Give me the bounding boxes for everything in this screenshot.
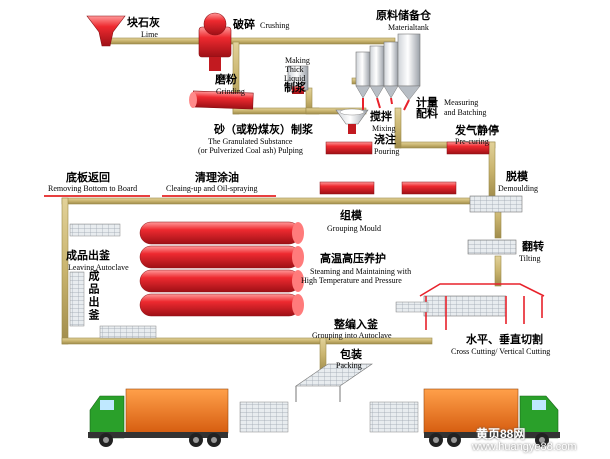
pre-curing-mould (446, 141, 490, 155)
grouping-mould-label-cn: 组模 (340, 209, 362, 222)
demoulding-label-cn: 脱模 (506, 170, 528, 183)
product-out-label-cn: 成品出釜 (87, 270, 100, 322)
tilting-label-en: Tilting (519, 254, 541, 263)
thick-liquid-label-cn: 制浆 (284, 81, 306, 94)
leaving-autoclave-label-en: Leaving Autoclave (68, 263, 129, 272)
steaming-label-cn: 高温高压养护 (320, 252, 386, 265)
removing-bottom-label-en: Removing Bottom to Board (48, 184, 138, 193)
measuring-label-en-2: and Batching (444, 108, 487, 117)
pouring-mould (325, 141, 373, 155)
transfer-moulds (319, 181, 457, 195)
cleaning-label-cn: 清理涂油 (195, 171, 239, 184)
material-tank-label-cn: 原料储备仓 (376, 9, 431, 22)
watermark-cn: 黄页88网 (476, 427, 526, 441)
packing-label-en: Packing (336, 361, 362, 370)
cutting-machine (395, 283, 545, 330)
pulping-label-en-2: (or Pulverized Coal ash) Pulping (198, 146, 303, 155)
cutting-label-en: Cross Cutting/ Vertical Cutting (451, 347, 551, 356)
thick-liquid-label-en-2: Thick (285, 65, 304, 74)
mixer-icon (335, 108, 369, 134)
grouping-autoclave-label-cn: 整编入釜 (334, 318, 378, 331)
measuring-label-en-1: Measuring (444, 98, 479, 107)
packing-stack (239, 363, 419, 433)
funnel-icon (86, 15, 126, 47)
pulping-label-cn: 砂（或粉煤灰）制浆 (214, 123, 313, 136)
mixing-label-cn: 搅拌 (370, 110, 392, 123)
crushing-label-cn: 破碎 (233, 18, 255, 31)
measuring-label-cn: 计量配料 (416, 96, 438, 120)
pouring-label-cn: 浇注 (374, 133, 396, 146)
grinding-label-en: Grinding (216, 87, 245, 96)
steaming-label-en-1: Steaming and Maintaining with (310, 267, 412, 276)
pulping-label-en-1: The Granulated Substance (208, 137, 293, 146)
truck-icon (423, 388, 560, 447)
pre-curing-label-en: Pre-curing (455, 137, 489, 146)
tilting-block (467, 239, 517, 255)
steaming-label-en-2: High Temperature and Pressure (301, 276, 402, 285)
mill-tube-icon (189, 90, 254, 110)
thick-liquid-label-en-3: Liquid (284, 74, 306, 83)
demoulding-block (469, 195, 523, 213)
leaving-autoclave-label-cn: 成品出釜 (66, 249, 110, 262)
mixing-label-en: Mixing (372, 124, 396, 133)
grouping-mould-label-en: Grouping Mould (327, 224, 381, 233)
tilting-label-cn: 翻转 (522, 240, 544, 253)
truck-icon (88, 388, 229, 447)
cutting-label-cn: 水平、垂直切割 (466, 333, 543, 346)
cleaning-label-en: Cleaing-up and Oil-spraying (166, 184, 258, 193)
crushing-label-en: Crushing (260, 21, 290, 30)
grouping-autoclave-label-en: Grouping into Autoclave (312, 331, 392, 340)
thick-liquid-label-en-1: Making (285, 56, 310, 65)
grinding-label-cn: 磨粉 (215, 73, 237, 86)
autoclave-tubes (139, 221, 304, 317)
crusher-icon (198, 12, 232, 71)
conveyor-pipes (61, 37, 502, 373)
packing-label-cn: 包装 (340, 348, 362, 361)
lime-label-en: Lime (141, 30, 158, 39)
tank-icon (287, 65, 309, 94)
pre-curing-label-cn: 发气静停 (455, 124, 499, 137)
grey-mould-carts (69, 223, 157, 339)
demoulding-label-en: Demoulding (498, 184, 538, 193)
removing-bottom-label-cn: 底板返回 (66, 171, 110, 184)
pouring-label-en: Pouring (374, 147, 400, 156)
material-tanks (355, 33, 421, 111)
material-tank-label-en: Materialtank (388, 23, 429, 32)
lime-label-cn: 块石灰 (127, 16, 160, 29)
watermark-url: www.huangye88.com (472, 441, 577, 453)
